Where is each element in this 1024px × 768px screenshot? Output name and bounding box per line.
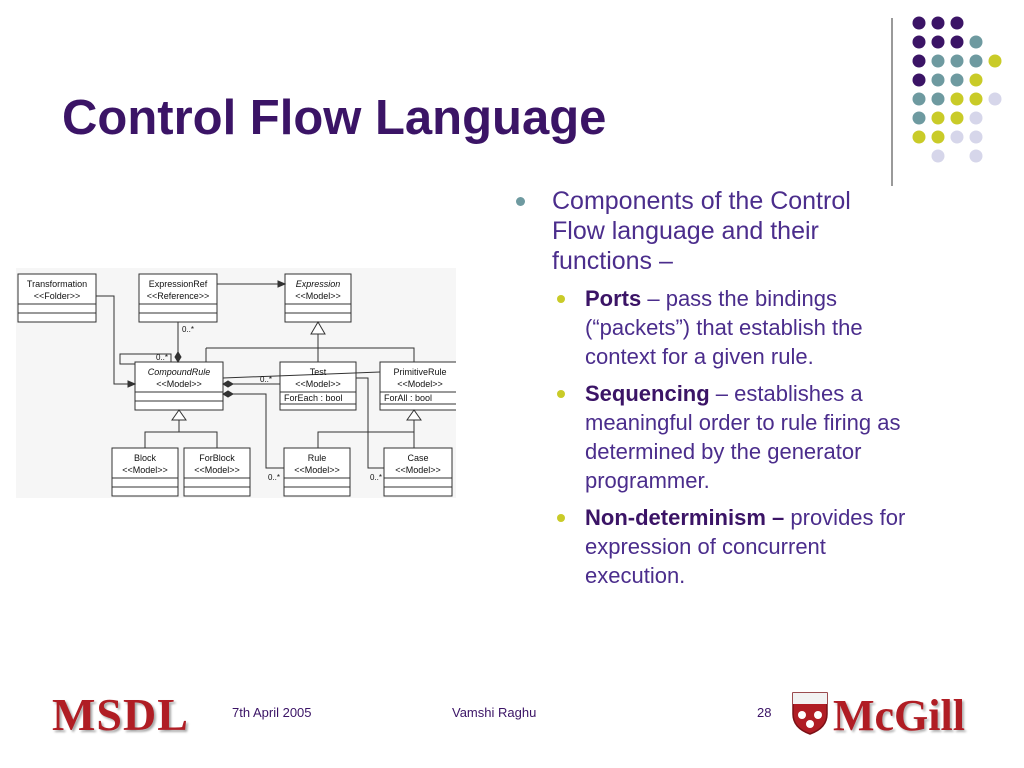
sub-bullet-term: Non-determinism – <box>585 505 785 530</box>
class-stereotype: <<Model>> <box>395 465 441 475</box>
class-primitiverule <box>379 361 456 411</box>
multiplicity-label: 0..* <box>156 353 168 362</box>
main-bullet-text: Components of the Control Flow language … <box>552 187 851 275</box>
class-test <box>279 361 357 411</box>
sub-bullet-ports: Ports – pass the bindings (“packets”) th… <box>514 284 909 371</box>
class-name: Rule <box>308 453 327 463</box>
class-stereotype: <<Model>> <box>294 465 340 475</box>
sub-bullet-non-determinism: Non-determinism – provides for expressio… <box>514 503 909 590</box>
uml-class-diagram: Transformation <<Folder>> ExpressionRef … <box>16 268 456 498</box>
class-stereotype: <<Model>> <box>156 379 202 389</box>
msdl-logo: MSDL <box>52 689 189 740</box>
mcgill-logo: McGill <box>833 691 965 740</box>
footer-date: 7th April 2005 <box>232 705 312 720</box>
class-transformation <box>17 273 97 323</box>
multiplicity-label: 0..* <box>370 473 382 482</box>
class-expression <box>284 273 352 323</box>
class-name: Test <box>310 367 327 377</box>
class-name: ExpressionRef <box>149 279 208 289</box>
class-stereotype: <<Model>> <box>397 379 443 389</box>
footer-page-number: 28 <box>757 705 772 720</box>
bullet-dot-icon <box>557 390 565 398</box>
class-stereotype: <<Folder>> <box>34 291 81 301</box>
decorative-dot-grid <box>912 16 1002 163</box>
class-name: Case <box>407 453 428 463</box>
class-rule <box>283 447 351 497</box>
bullet-dot-icon <box>557 295 565 303</box>
main-bullet: Components of the Control Flow language … <box>514 186 909 276</box>
sub-bullet-term: Sequencing <box>585 381 710 406</box>
class-case <box>383 447 453 497</box>
diagram-connectors <box>96 283 415 469</box>
class-name: Expression <box>296 279 341 289</box>
class-stereotype: <<Model>> <box>295 379 341 389</box>
class-block <box>111 447 179 497</box>
multiplicity-label: 0..* <box>182 325 194 334</box>
class-name: ForBlock <box>199 453 235 463</box>
class-stereotype: <<Model>> <box>194 465 240 475</box>
bullet-dot-icon <box>557 514 565 522</box>
class-name: PrimitiveRule <box>393 367 446 377</box>
sub-bullet-term: Ports <box>585 286 642 311</box>
class-name: Transformation <box>27 279 87 289</box>
sub-bullet-text: – pass the bindings (“packets”) that est… <box>585 286 863 369</box>
class-stereotype: <<Model>> <box>295 291 341 301</box>
diagram-arrowheads <box>127 280 422 421</box>
sub-bullet-sequencing: Sequencing – establishes a meaningful or… <box>514 379 909 495</box>
bullet-list: Components of the Control Flow language … <box>514 186 909 590</box>
sub-bullet-text: provides for expression of concurrent ex… <box>585 505 906 588</box>
sub-bullet-text: – establishes a meaningful order to rule… <box>585 381 901 493</box>
class-attribute: ForAll : bool <box>384 393 432 403</box>
class-name: CompoundRule <box>148 367 211 377</box>
class-name: Block <box>134 453 157 463</box>
class-stereotype: <<Reference>> <box>147 291 210 301</box>
title-divider-line <box>891 18 893 186</box>
multiplicity-label: 0..* <box>260 375 272 384</box>
footer-author: Vamshi Raghu <box>452 705 537 720</box>
slide-title: Control Flow Language <box>62 91 607 145</box>
multiplicity-label: 0..* <box>268 473 280 482</box>
class-expressionref <box>138 273 218 323</box>
bullet-dot-icon <box>516 197 525 206</box>
mcgill-crest-icon <box>792 692 828 735</box>
class-stereotype: <<Model>> <box>122 465 168 475</box>
class-compoundrule <box>134 361 224 411</box>
class-attribute: ForEach : bool <box>284 393 343 403</box>
